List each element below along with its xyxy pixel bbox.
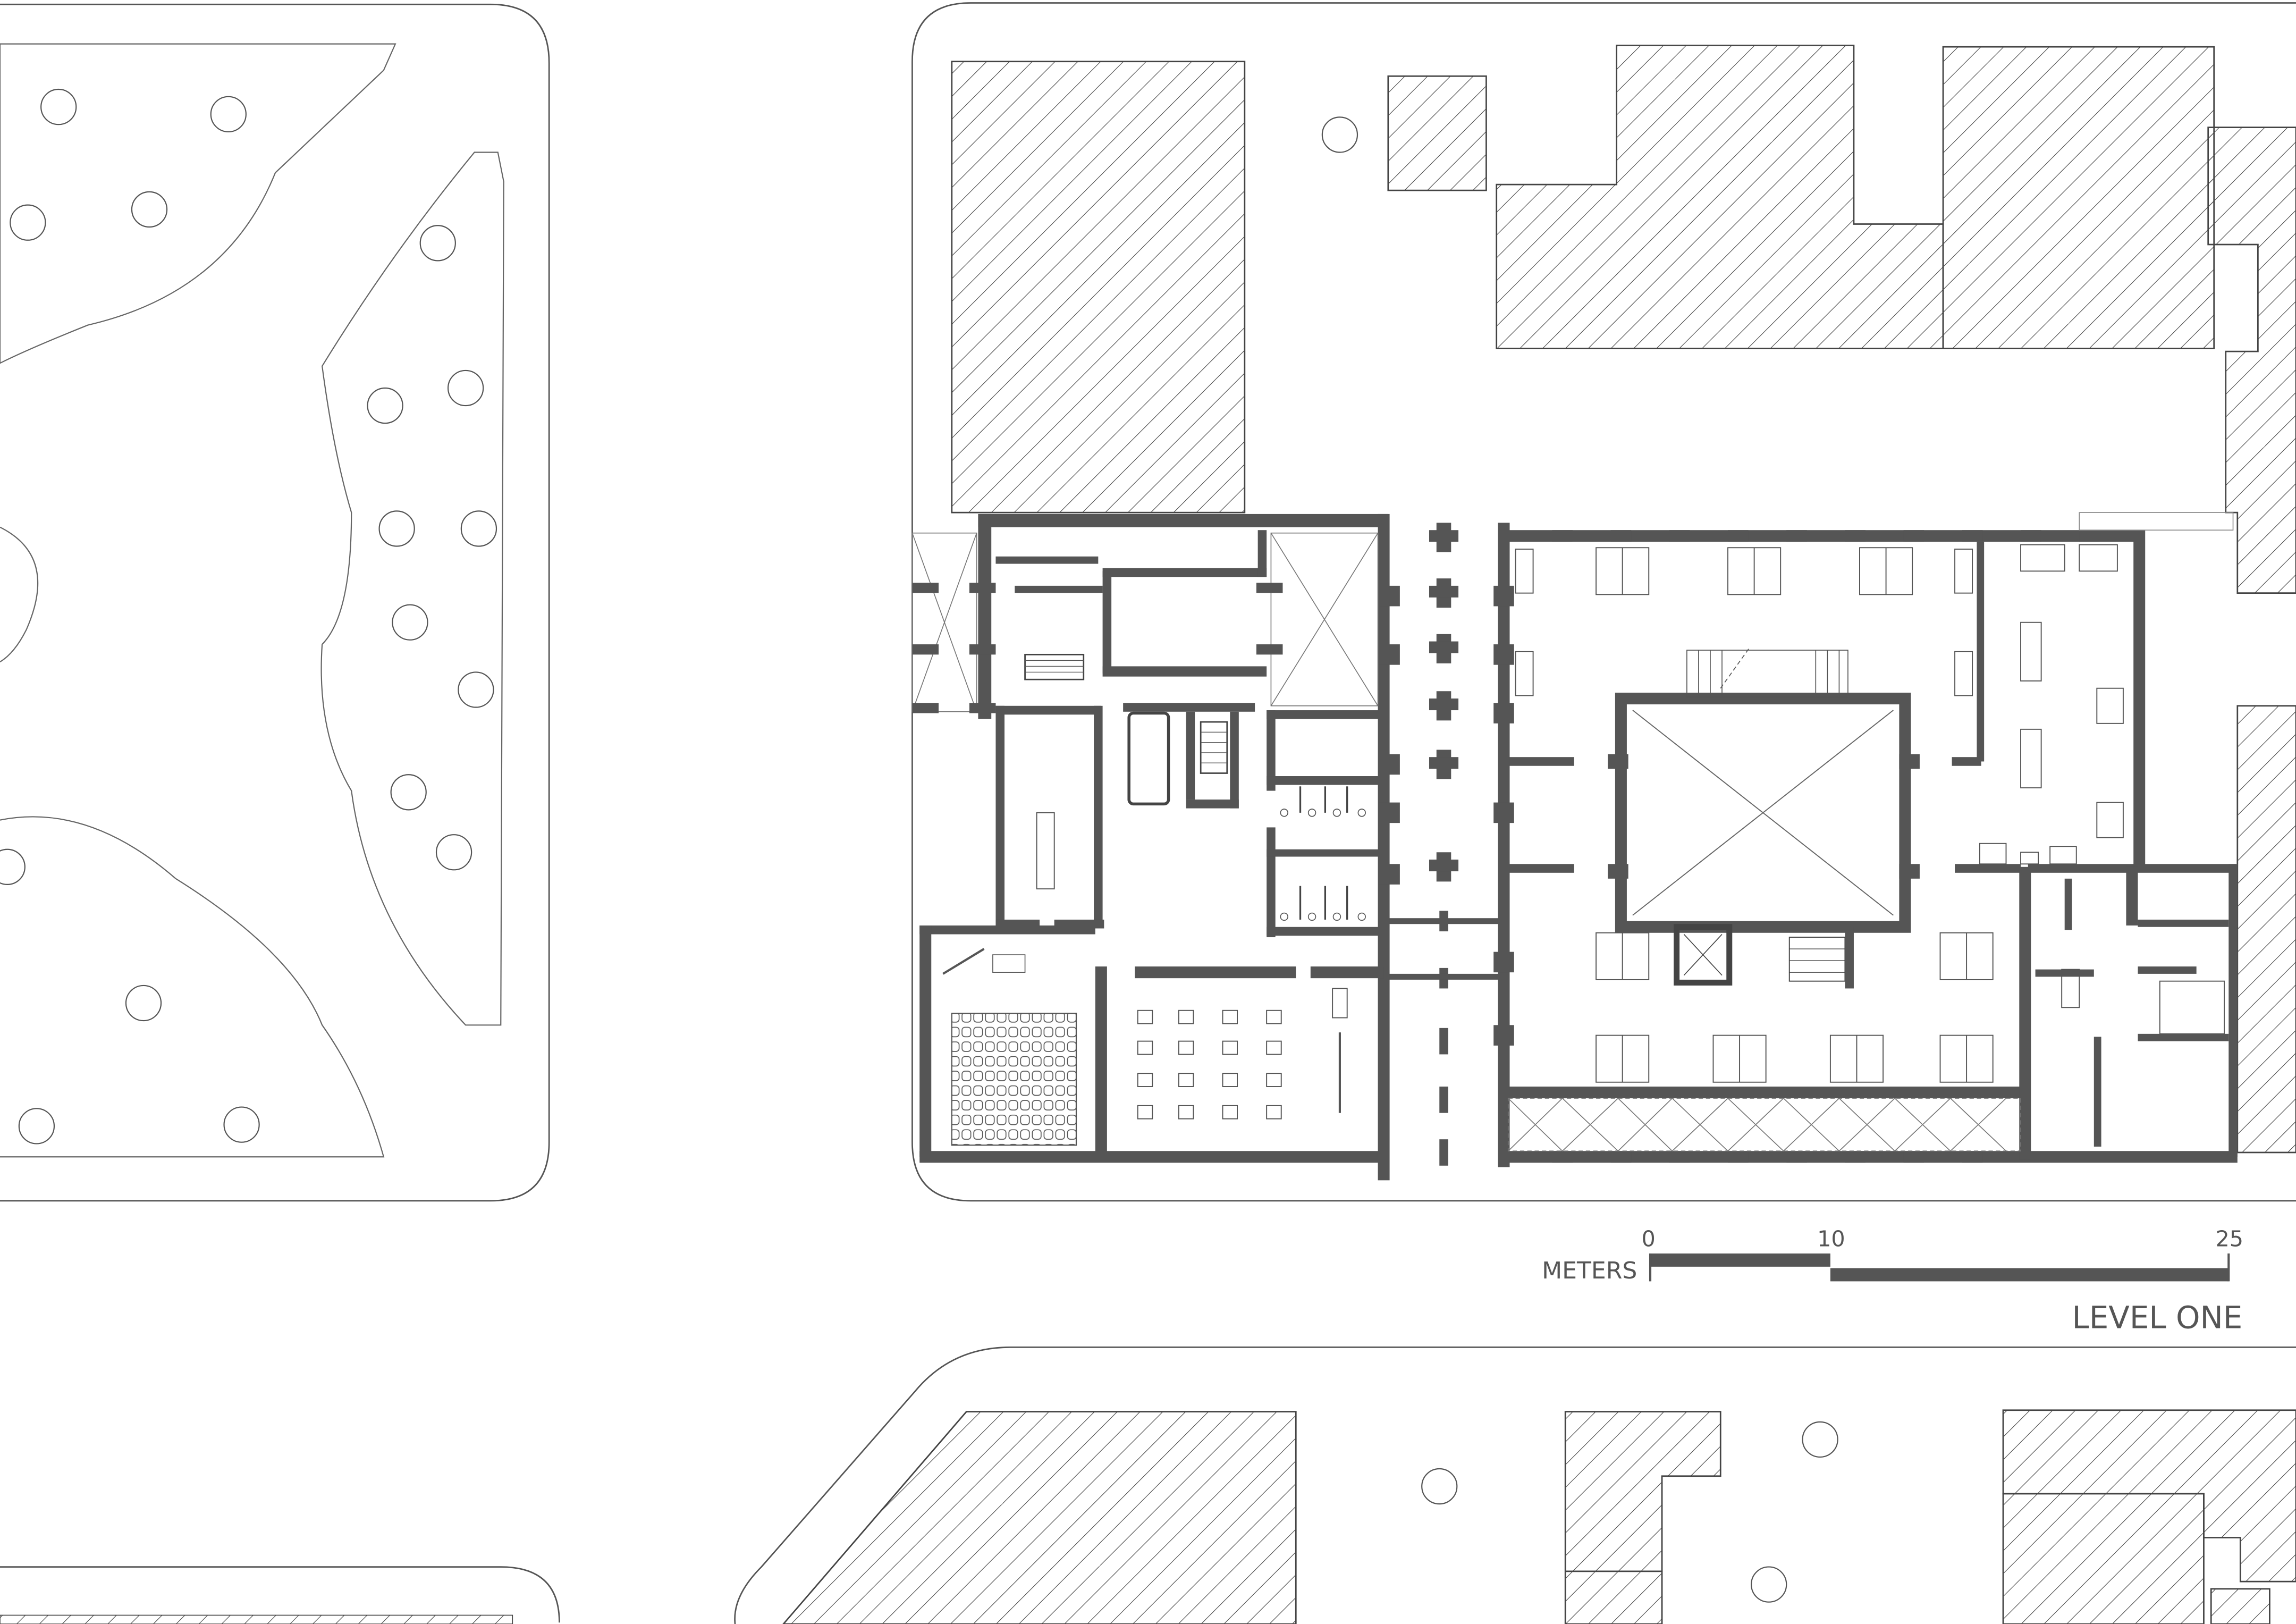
park-lawn-east [320, 152, 504, 1026]
neighbor-building-n1 [1496, 45, 1944, 350]
park-lawn-west [0, 526, 39, 663]
neighbor-building-e [2236, 705, 2296, 1154]
neighbor-building-small [1387, 75, 1487, 191]
park-block-left [0, 3, 560, 1624]
scale-tick-25: 25 [2215, 1226, 2243, 1251]
atrium-stair [1686, 647, 1848, 698]
scale-unit-label: METERS [1542, 1257, 1637, 1284]
scale-tick-0: 0 [1641, 1226, 1655, 1251]
study-tables [1515, 544, 2225, 1083]
east-wing [1379, 512, 2238, 1167]
neighbor-building-s2 [1564, 1411, 1721, 1624]
drawing-title: LEVEL ONE [2072, 1300, 2242, 1336]
south-block [734, 1346, 2296, 1624]
neighbor-buildings [951, 45, 2296, 1154]
park-block-southwest [0, 1566, 560, 1623]
park-lawn-south [0, 816, 385, 1158]
west-wing [911, 514, 1390, 1181]
park-trees [0, 88, 497, 1145]
tree-icon [1802, 1421, 1838, 1458]
tree-icon [1751, 1566, 1787, 1603]
tree-icon [1321, 116, 1358, 153]
column-walkway [1388, 523, 1506, 1166]
south-arcade [1507, 1097, 2021, 1152]
scale-tick-10: 10 [1817, 1226, 1845, 1251]
park-lawn-north [0, 43, 396, 364]
neighbor-building-ne [2207, 127, 2296, 594]
neighbor-building-s1 [782, 1411, 1297, 1624]
scale-bar: 0 10 25 METERS [1542, 1226, 2243, 1284]
neighbor-building-nw [951, 61, 1246, 514]
neighbor-building-n2 [1942, 46, 2215, 350]
lecture-hall-seating [951, 1013, 1077, 1146]
tree-icon [1421, 1468, 1458, 1505]
atrium-void [1608, 692, 1920, 933]
classroom-desks [1036, 812, 1348, 1120]
